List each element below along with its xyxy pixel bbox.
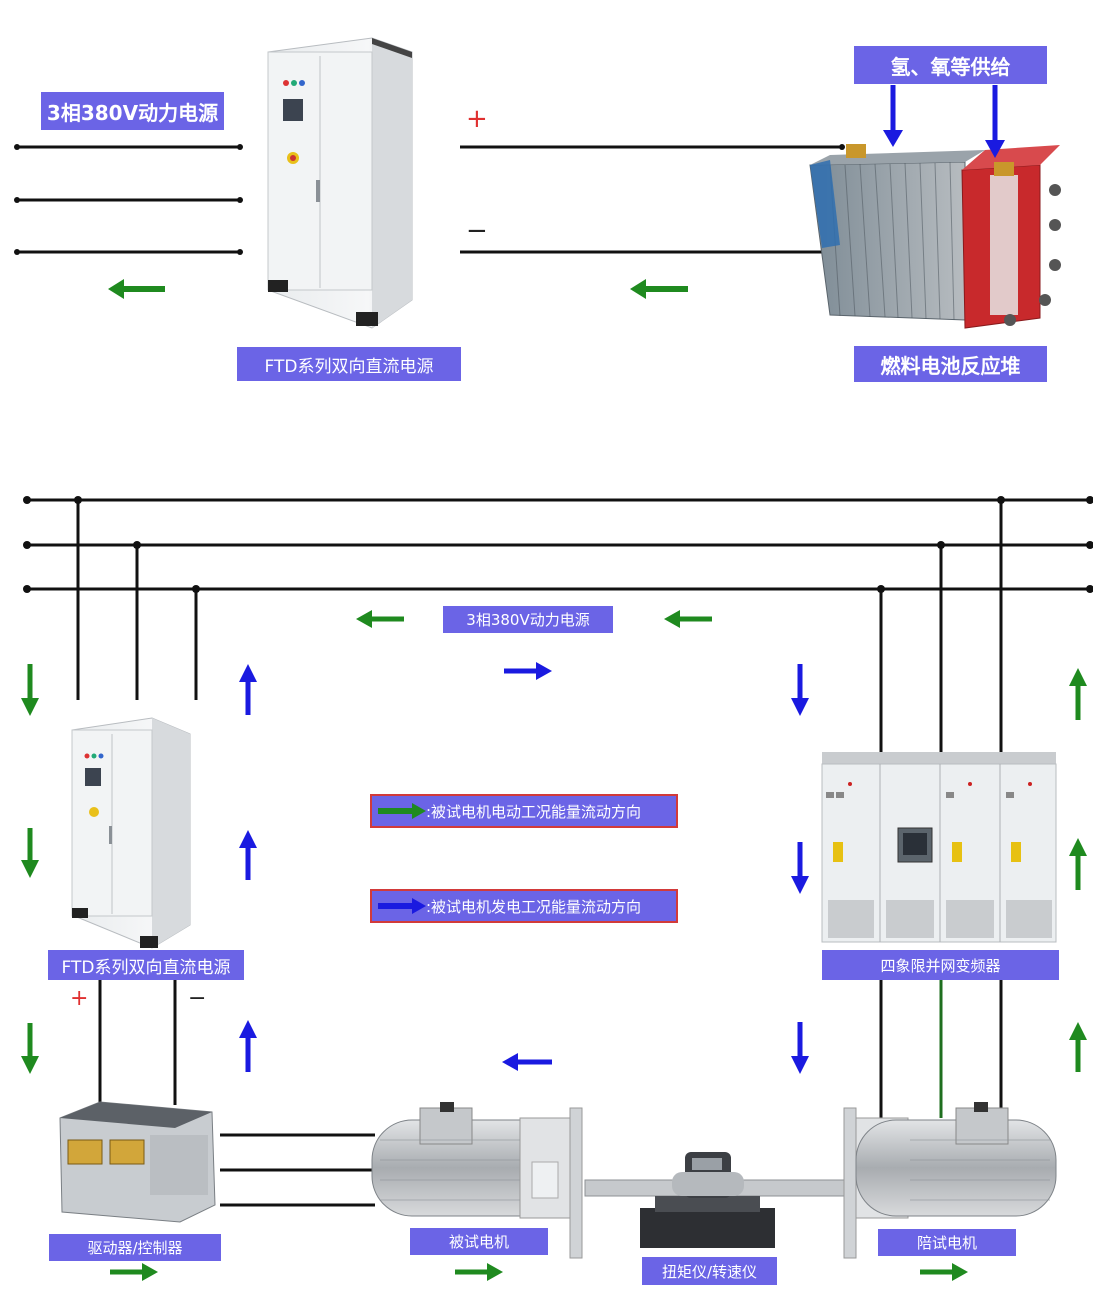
blue-arrow-up-3: [239, 1020, 257, 1072]
legend-motoring: :被试电机电动工况能量流动方向: [370, 794, 678, 828]
green-arrow-down-3: [21, 1056, 39, 1074]
dc-lines-driver: [98, 980, 177, 1105]
blue-arrow-down-1: [791, 664, 809, 716]
legend-generating-text: :被试电机发电工况能量流动方向: [426, 897, 642, 916]
fuel-cell-stack: [809, 144, 1061, 329]
drop-lines-right: [879, 500, 1003, 755]
driver-controller: [59, 1101, 216, 1223]
gas-supply-arrow-2: [985, 85, 1005, 158]
bottom-dc-supply-label: FTD系列双向直流电源: [48, 950, 244, 980]
four-quadrant-vfd: [821, 752, 1057, 943]
green-arrow-up-1: [1069, 668, 1087, 686]
test-motor-label: 被试电机: [410, 1228, 548, 1255]
green-arrow-right-2: [455, 1263, 503, 1281]
bus-lines: [23, 496, 1093, 593]
top-dc-supply-cabinet: [267, 37, 413, 329]
blue-arrow-right-bus: [504, 662, 552, 680]
top-dc-supply-label: FTD系列双向直流电源: [237, 347, 461, 381]
phase-lines-driver-motor: [220, 1133, 375, 1207]
bottom-power-label: 3相380V动力电源: [443, 606, 613, 633]
green-arrow-bus-left-2: [664, 610, 712, 628]
gas-supply-label: 氢、氧等供给: [854, 46, 1047, 84]
legend-motoring-text: :被试电机电动工况能量流动方向: [426, 802, 642, 821]
blue-arrow-down-3: [791, 1022, 809, 1074]
top-power-label: 3相380V动力电源: [41, 92, 224, 130]
green-arrow-up-2: [1069, 838, 1087, 856]
drop-lines-left: [76, 500, 198, 700]
fuel-cell-label: 燃料电池反应堆: [854, 346, 1047, 382]
driver-controller-label: 驱动器/控制器: [49, 1234, 221, 1261]
green-arrow-right-3: [920, 1263, 968, 1281]
blue-arrow-up-2: [239, 830, 257, 880]
top-ac-lines: [14, 144, 243, 255]
green-arrow-bus-left-1: [356, 610, 404, 628]
torque-sensor: [640, 1152, 775, 1248]
top-green-arrow-left-1: [108, 279, 165, 299]
blue-arrow-down-2: [791, 842, 809, 894]
torque-sensor-label: 扭矩仪/转速仪: [642, 1257, 777, 1285]
top-plus-sign: +: [466, 104, 488, 134]
top-minus-sign: −: [466, 216, 488, 246]
legend-generating: :被试电机发电工况能量流动方向: [370, 889, 678, 923]
test-motor: [371, 1102, 583, 1259]
green-arrow-right-1: [110, 1263, 158, 1281]
gas-supply-arrow-1: [883, 85, 903, 147]
load-motor-label: 陪试电机: [878, 1229, 1016, 1256]
green-arrow-legend-icon: [376, 801, 426, 821]
green-arrow-up-3: [1069, 1022, 1087, 1040]
vfd-label: 四象限并网变频器: [822, 950, 1059, 980]
load-motor: [843, 1102, 1057, 1259]
blue-arrow-up-1: [239, 664, 257, 715]
bottom-minus-sign: −: [188, 986, 207, 1011]
green-arrow-down-1: [21, 698, 39, 716]
blue-arrow-legend-icon: [376, 896, 426, 916]
vfd-load-motor-lines: [879, 975, 1003, 1118]
bottom-dc-supply-cabinet: [71, 717, 191, 949]
top-dc-lines: [460, 144, 845, 255]
bottom-plus-sign: +: [70, 986, 89, 1011]
green-arrow-down-2: [21, 860, 39, 878]
top-green-arrow-left-2: [630, 279, 688, 299]
blue-arrow-left-motor: [502, 1053, 552, 1071]
